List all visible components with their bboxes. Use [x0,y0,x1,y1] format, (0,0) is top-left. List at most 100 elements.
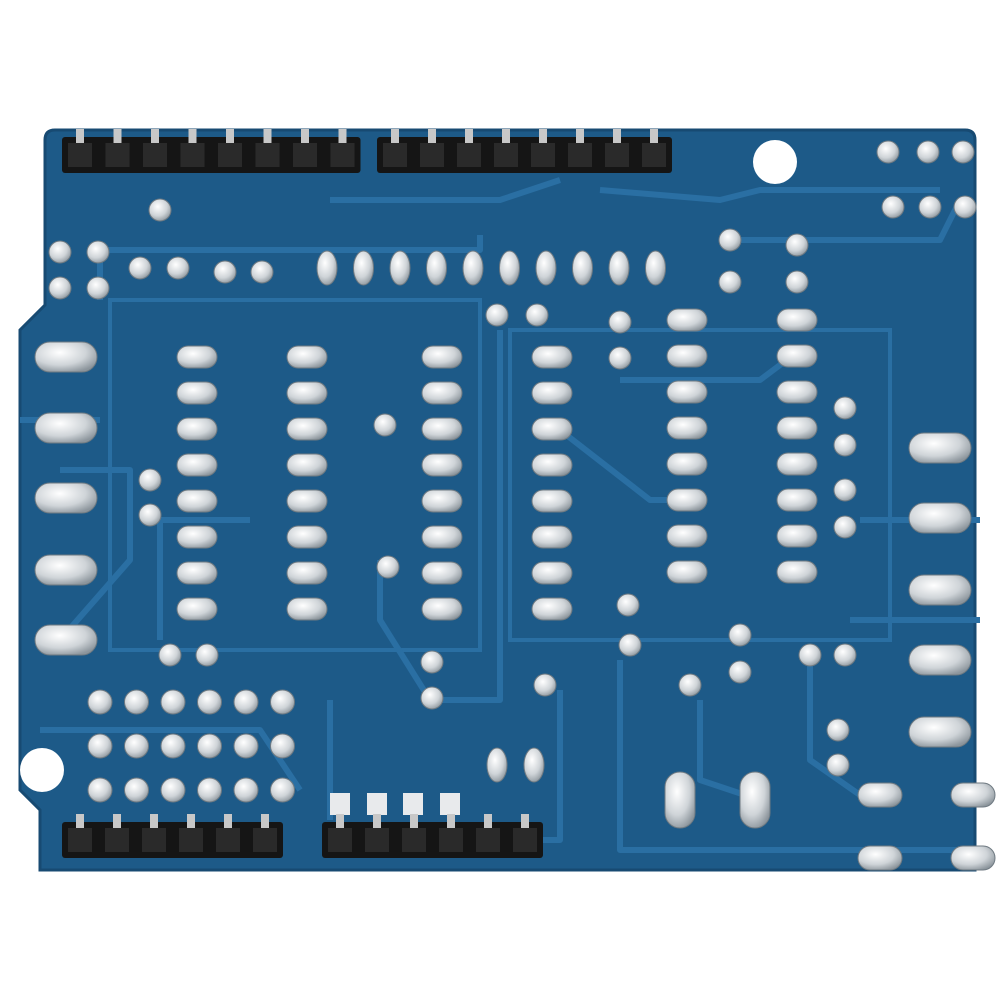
ic-pad [776,452,818,476]
pin-pad [535,250,557,286]
round-pad [881,195,905,219]
round-pad [718,270,742,294]
header-pin [447,814,455,830]
round-pad [138,503,162,527]
header-pin [188,129,197,145]
round-pad [373,413,397,437]
terminal-pad [908,716,972,748]
header-pin-base [216,828,240,852]
ic-pad [666,488,708,512]
ic-pad [776,308,818,332]
ic-pad [531,561,573,585]
ic-pad [666,452,708,476]
terminal-pad [34,554,98,586]
ic-pad [421,453,463,477]
ic-pad [176,597,218,621]
header-pin-base [105,828,129,852]
copper-trace [57,467,133,642]
round-pad [833,433,857,457]
pin-header-bottom-right [322,822,543,858]
via-pad [160,733,186,759]
header-pin [484,814,492,830]
header-pin [576,129,584,145]
header-pin [613,129,621,145]
ic-pad [286,417,328,441]
via-pad [124,777,149,803]
round-pad [785,270,809,294]
mounting-hole-top [753,140,797,184]
via-pad [87,689,113,715]
pin-header-top-left [62,137,361,173]
ic-pad [176,345,218,369]
header-pin-base [179,828,203,852]
ic-pad [421,525,463,549]
header-pin [539,129,547,145]
round-pad [166,256,190,280]
ic-pad [286,525,328,549]
ic-pad [531,597,573,621]
terminal-pad [908,502,972,534]
header-pin-base [253,828,277,852]
terminal-pad [34,624,98,656]
round-pad [833,515,857,539]
via-pad [270,689,295,715]
header-pin-base [494,143,518,167]
pin-pad [426,250,447,286]
ic-pad [776,560,818,584]
header-pin-base [180,143,205,167]
round-pad [608,346,632,370]
round-pad [608,310,632,334]
copper-trace [617,660,960,853]
header-pin [261,814,269,830]
header-pin-base [218,143,242,167]
via-pad [233,689,259,715]
via-pad [87,733,113,759]
round-pad [678,673,702,697]
terminal-pad [34,482,98,514]
ic-pad [776,416,818,440]
pin-pad [499,250,520,286]
ic-pad [666,344,708,368]
header-pin [650,129,658,145]
ic-pad [531,417,573,441]
square-pad [367,793,387,815]
header-pin [521,814,529,830]
copper-trace [377,560,433,702]
round-pad [785,233,809,257]
pin-pad [462,250,484,286]
header-pin-base [568,143,592,167]
header-pin [428,129,436,145]
ic-pad [176,525,218,549]
header-pin-base [142,828,166,852]
solder-pads [34,140,996,871]
ic-pad [531,489,573,513]
header-pin-base [605,143,629,167]
square-pad [440,793,460,815]
header-pin [76,814,84,830]
header-pin-base [105,143,130,167]
header-pin [465,129,473,145]
terminal-pad [908,644,972,676]
header-pin [113,129,122,145]
header-pin [410,814,418,830]
header-pin [263,129,272,145]
ic-pad [776,488,818,512]
ic-pad [531,345,573,369]
header-pin-base [293,143,317,167]
header-pin [187,814,195,830]
ic-pad [286,381,328,405]
round-pad [618,633,642,657]
header-pin-base [420,143,444,167]
header-pin-base [68,143,92,167]
ic-pad [421,417,463,441]
trace-outline [108,298,482,652]
round-pad [525,303,549,327]
ic-pad [666,560,708,584]
header-pin [502,129,510,145]
square-pad [403,793,423,815]
via-pad [197,777,222,803]
round-pad [148,198,172,222]
via-pad [160,777,186,803]
terminal-pad [857,782,903,808]
ic-pad [776,524,818,548]
